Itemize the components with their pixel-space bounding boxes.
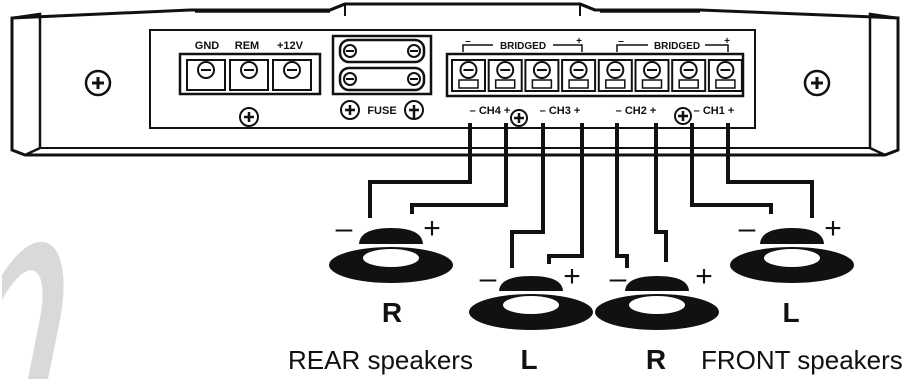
polarity-plus-front-r: + xyxy=(695,260,713,293)
channel-label-ch4: – CH4 + xyxy=(470,105,511,117)
speaker-terminal xyxy=(524,59,560,92)
screw-ch4-icon xyxy=(510,109,528,127)
watermark-arc xyxy=(2,241,64,379)
channel-label-ch3: – CH3 + xyxy=(540,105,581,117)
bridged-bracket-right xyxy=(616,44,729,52)
side-label-front-l: L xyxy=(782,297,799,328)
polarity-plus-rear-l: + xyxy=(563,260,581,293)
caption-front-speakers: FRONT speakers xyxy=(701,345,903,375)
speaker-front-r xyxy=(595,276,719,330)
polarity-minus-rear-l: – xyxy=(480,262,497,295)
screw-right-icon xyxy=(803,69,831,97)
speaker-terminal xyxy=(634,59,670,92)
speaker-terminal xyxy=(597,59,633,92)
power-terminal-block xyxy=(178,52,322,96)
polarity-minus-rear-r: – xyxy=(336,212,353,245)
bridged-right-label: BRIDGED xyxy=(654,41,700,52)
side-label-rear-l: L xyxy=(520,344,537,375)
terminal-label-12v: +12V xyxy=(277,40,304,52)
fuse-block xyxy=(331,34,433,96)
speaker-front-l xyxy=(730,228,854,283)
speaker-terminal-block xyxy=(445,52,745,98)
bridged-left-minus: – xyxy=(465,36,471,47)
speaker-rear-r xyxy=(329,228,453,283)
bridged-right-minus: – xyxy=(618,36,624,47)
polarity-plus-front-l: + xyxy=(824,212,842,245)
screw-left-icon xyxy=(84,69,112,97)
polarity-plus-rear-r: + xyxy=(423,212,441,245)
bridged-left-plus: + xyxy=(576,36,582,47)
side-label-rear-r: R xyxy=(382,297,402,328)
speaker-terminal xyxy=(487,59,523,92)
speaker-rear-l xyxy=(469,276,593,330)
speaker-terminal xyxy=(451,59,486,92)
screw-power-icon xyxy=(239,107,259,127)
channel-label-ch2: – CH2 + xyxy=(616,105,657,117)
bridged-left-label: BRIDGED xyxy=(500,41,546,52)
speaker-wires xyxy=(368,123,814,268)
speaker-terminal xyxy=(561,59,597,92)
fuse-label: FUSE xyxy=(367,105,396,117)
screw-ch1-icon xyxy=(674,107,692,125)
speaker-terminal xyxy=(707,59,743,92)
screw-fuse-left-icon xyxy=(340,100,360,120)
side-label-front-r: R xyxy=(646,344,666,375)
polarity-minus-front-l: – xyxy=(739,212,756,245)
channel-label-ch1: – CH1 + xyxy=(694,105,735,117)
speaker-terminal xyxy=(671,59,707,92)
bridged-bracket-left xyxy=(462,44,583,52)
caption-rear-speakers: REAR speakers xyxy=(288,345,473,375)
terminal-label-rem: REM xyxy=(235,40,259,52)
polarity-minus-front-r: – xyxy=(610,262,627,295)
screw-fuse-right-icon xyxy=(404,100,424,120)
terminal-label-gnd: GND xyxy=(195,40,220,52)
bridged-right-plus: + xyxy=(724,36,730,47)
